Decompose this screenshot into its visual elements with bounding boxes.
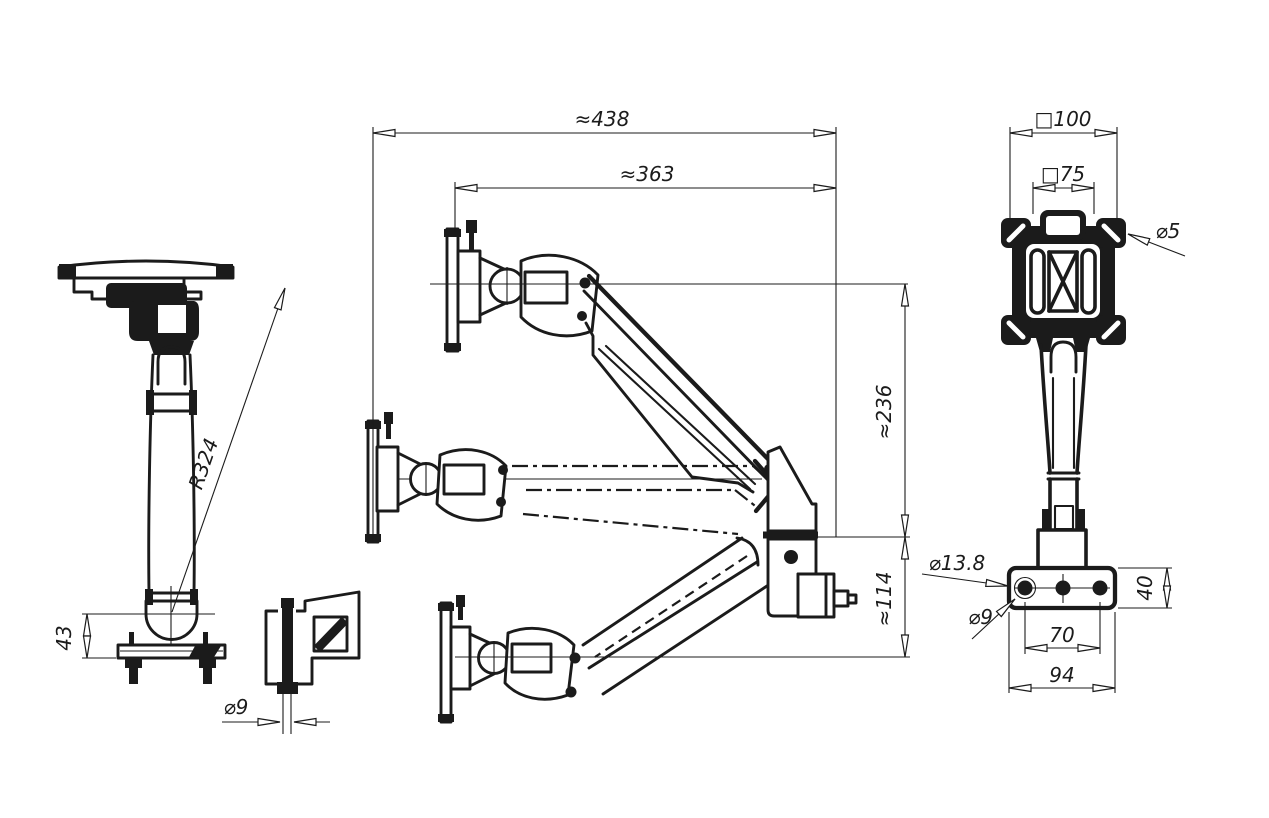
gas-spring — [597, 344, 757, 491]
dim-label-clamp-bolt-dia: ⌀9 — [224, 695, 249, 719]
arm-link-lowered — [581, 536, 772, 696]
dim-travel-up: ≈236 — [430, 283, 910, 538]
arm-position-lowered — [438, 536, 772, 724]
dimensions: ≈438 ≈363 ≈236 ≈114 R324 43 — [52, 107, 1186, 727]
dim-vesa-hole-dia: ⌀5 — [1127, 219, 1186, 257]
dim-reach-arm: ≈363 — [454, 162, 837, 232]
dim-label-vesa-outer: □100 — [1034, 107, 1091, 131]
dim-vesa-outer: □100 — [1009, 107, 1118, 220]
dim-travel-down: ≈114 — [455, 536, 910, 658]
dim-label-base-hole-spacing: 70 — [1049, 623, 1074, 647]
clamp-section-detail — [264, 590, 361, 734]
front-view-folded-arm — [57, 259, 235, 684]
clamp-block — [796, 572, 836, 619]
top-plate — [57, 259, 235, 280]
base-hole — [1092, 580, 1108, 596]
dim-base-width: 94 — [1008, 612, 1116, 693]
vesa-plate-side — [445, 227, 460, 353]
neck-column — [1039, 343, 1088, 475]
dim-label-reach-arm: ≈363 — [620, 162, 675, 186]
dim-label-base-width: 94 — [1049, 663, 1074, 687]
centerlines — [82, 586, 215, 652]
arm-position-horizontal — [365, 412, 777, 544]
x-brace — [1047, 250, 1079, 313]
mount-bolt — [199, 658, 216, 668]
dim-pivot-height: 43 — [52, 613, 116, 659]
clamp-bolt — [282, 608, 293, 684]
dim-clamp-bolt-dia: ⌀9 — [222, 695, 330, 727]
side-view-arm-positions — [365, 220, 858, 724]
mount-bolt — [125, 658, 142, 668]
dim-base-counterbore-dia: ⌀13.8 — [921, 551, 1009, 588]
rear-view-vesa-and-base — [1001, 210, 1126, 611]
dim-label-base-counterbore-dia: ⌀13.8 — [929, 551, 986, 575]
dim-label-travel-up: ≈236 — [872, 385, 896, 440]
dim-label-base-hole-dia: ⌀9 — [968, 605, 993, 629]
dim-base-hole-spacing: 70 — [1024, 602, 1101, 654]
dim-label-pivot-height: 43 — [52, 625, 76, 650]
dim-base-height: 40 — [1118, 567, 1172, 609]
arm-column — [147, 353, 196, 595]
base-hole — [1017, 580, 1033, 596]
bracket-hole — [784, 550, 798, 564]
dim-label-base-height: 40 — [1133, 575, 1157, 600]
vesa-plate-side — [439, 601, 453, 724]
dim-label-travel-down: ≈114 — [872, 572, 896, 627]
dim-label-reach-total: ≈438 — [575, 107, 630, 131]
dim-label-vesa-inner: □75 — [1041, 162, 1085, 186]
dim-vesa-inner: □75 — [1032, 162, 1095, 214]
base-hole — [1055, 580, 1071, 596]
clamp-knob — [832, 589, 850, 608]
dim-reach-total: ≈438 — [372, 107, 837, 543]
mount-bracket — [763, 445, 858, 619]
dim-base-hole-dia: ⌀9 — [968, 598, 1016, 640]
dim-label-vesa-hole-dia: ⌀5 — [1156, 219, 1181, 243]
